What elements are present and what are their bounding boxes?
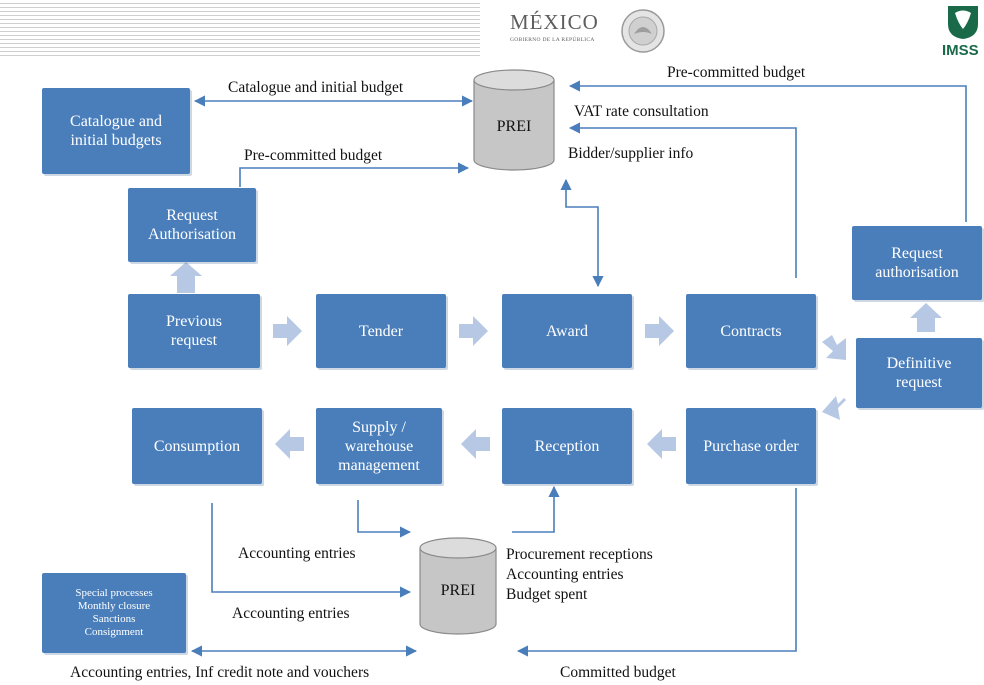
flow-arrow-left-1 — [647, 429, 676, 459]
imss-logo: IMSS — [942, 4, 984, 62]
previous-request-box: Previous request — [128, 294, 260, 368]
connector-consumption-prei — [211, 503, 412, 598]
request-authorisation-left-box: Request Authorisation — [128, 188, 256, 262]
imss-shield-icon — [948, 6, 978, 39]
imss-label: IMSS — [942, 42, 979, 59]
label-catalogue-initial-budget: Catalogue and initial budget — [228, 79, 404, 96]
label-prei-bottom-info: Procurement receptions Accounting entrie… — [506, 546, 653, 603]
consumption-box: Consumption — [132, 408, 262, 484]
definitive-request-box: Definitive request — [856, 338, 982, 408]
supply-warehouse-box: Supply / warehouse management — [316, 408, 442, 484]
national-seal-icon — [621, 9, 665, 53]
connector-request-prei — [239, 162, 470, 187]
tender-box: Tender — [316, 294, 446, 368]
contracts-box: Contracts — [686, 294, 816, 368]
label-accounting-entries-1: Accounting entries — [238, 545, 356, 562]
label-accounting-entries-2: Accounting entries — [232, 605, 350, 622]
special-processes-box: Special processes Monthly closure Sancti… — [42, 573, 186, 653]
label-committed-budget: Committed budget — [560, 664, 676, 681]
label-vat-rate: VAT rate consultation — [574, 103, 709, 120]
flow-arrow-right-1 — [273, 316, 302, 346]
reception-box: Reception — [502, 408, 632, 484]
prei-bottom-database — [419, 537, 497, 635]
flow-arrows — [170, 262, 942, 459]
label-pre-committed-left: Pre-committed budget — [244, 147, 383, 164]
connector-purchase-prei — [516, 488, 797, 657]
award-box: Award — [502, 294, 632, 368]
flow-arrow-left-2 — [461, 429, 490, 459]
label-pre-committed-top: Pre-committed budget — [667, 64, 806, 81]
flow-arrow-right-2 — [459, 316, 488, 346]
connector-award-prei — [560, 178, 604, 288]
flow-arrow-diag-left — [822, 396, 846, 420]
label-bidder-info: Bidder/supplier info — [568, 145, 694, 162]
connector-contracts-prei — [568, 122, 797, 278]
prei-bottom-label: PREI — [440, 582, 476, 599]
mexico-logo-word: MÉXICO — [510, 10, 599, 34]
flow-arrow-right-3 — [645, 316, 674, 346]
flow-arrow-up-right — [910, 303, 942, 332]
prei-top-database — [473, 69, 555, 171]
prei-top-label: PREI — [496, 118, 532, 135]
mexico-logo: MÉXICO GOBIERNO DE LA REPÚBLICA — [510, 10, 615, 54]
flow-arrow-left-3 — [275, 429, 304, 459]
purchase-order-box: Purchase order — [686, 408, 816, 484]
catalogue-box: Catalogue and initial budgets — [42, 88, 190, 174]
connector-reception-prei — [512, 485, 560, 533]
mexico-logo-subtitle: GOBIERNO DE LA REPÚBLICA — [510, 37, 595, 43]
flow-arrow-diag-down — [822, 335, 846, 360]
request-authorisation-right-box: Request authorisation — [852, 226, 982, 300]
label-accounting-vouchers: Accounting entries, Inf credit note and … — [70, 664, 370, 681]
connector-right-auth-prei — [568, 80, 967, 222]
flow-arrow-up-left — [170, 262, 202, 293]
header-stripes — [0, 0, 480, 58]
connector-supply-prei — [357, 500, 412, 538]
